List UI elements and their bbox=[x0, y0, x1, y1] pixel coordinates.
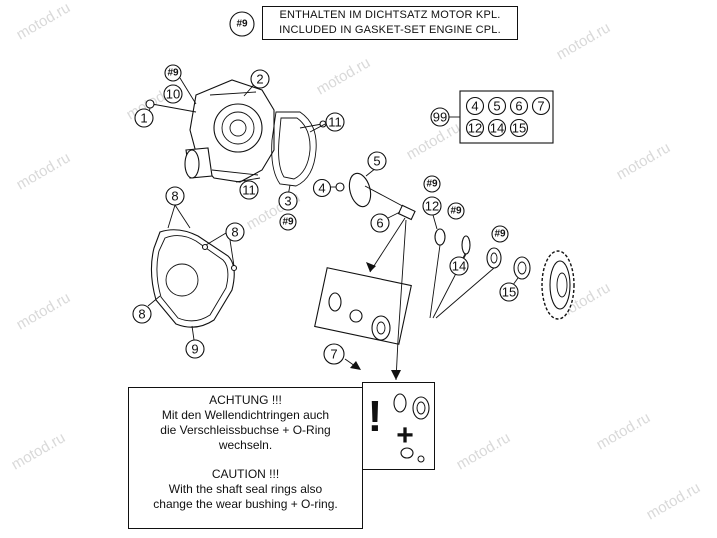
callout-12: 12 bbox=[425, 199, 439, 214]
plus-icon: + bbox=[396, 419, 414, 452]
header-line-de: ENTHALTEN IM DICHTSATZ MOTOR KPL. bbox=[279, 9, 501, 21]
callout-11-upper: 11 bbox=[328, 115, 342, 130]
header-badge: #9 bbox=[236, 19, 248, 30]
callout-8-top: 8 bbox=[171, 189, 178, 204]
callout-badge: #9 bbox=[450, 206, 462, 217]
kit-item: 5 bbox=[493, 99, 500, 114]
kit-item: 14 bbox=[490, 121, 504, 136]
callout-8-left: 8 bbox=[138, 307, 145, 322]
drive-gear bbox=[541, 250, 575, 320]
watermark: motod.ru bbox=[454, 429, 514, 473]
achtung-line-3: wechseln. bbox=[218, 438, 273, 452]
sleeve-6 bbox=[397, 204, 416, 221]
callout-6: 6 bbox=[376, 216, 383, 231]
watermark: motod.ru bbox=[9, 429, 69, 473]
bolt-11-lower bbox=[235, 177, 261, 183]
callout-3: 3 bbox=[284, 194, 291, 209]
exclamation-icon: ! bbox=[368, 392, 383, 441]
seal-14 bbox=[461, 235, 471, 255]
callout-5: 5 bbox=[373, 154, 380, 169]
achtung-title: ACHTUNG !!! bbox=[209, 393, 282, 407]
callout-15: 15 bbox=[502, 285, 516, 300]
watermark: motod.ru bbox=[594, 409, 654, 453]
callout-11-lower: 11 bbox=[242, 183, 256, 198]
caution-title: CAUTION !!! bbox=[211, 467, 280, 481]
kit-item: 6 bbox=[515, 99, 522, 114]
watermark: motod.ru bbox=[404, 119, 464, 163]
watermark: motod.ru bbox=[14, 149, 74, 193]
watermark: motod.ru bbox=[614, 139, 674, 183]
kit-item: 12 bbox=[468, 121, 482, 136]
seal-ring-icon bbox=[412, 396, 430, 420]
achtung-line-1: Mit den Wellendichtringen auch bbox=[161, 408, 330, 422]
watermark: motod.ru bbox=[14, 0, 74, 43]
wear-bushing-icon bbox=[400, 447, 414, 459]
kit-item: 7 bbox=[537, 99, 544, 114]
kit-item: 15 bbox=[512, 121, 526, 136]
kit-number: 99 bbox=[433, 110, 447, 125]
impeller bbox=[348, 172, 411, 211]
warning-note: ACHTUNG !!! Mit den Wellendichtringen au… bbox=[128, 387, 363, 529]
callout-badge: #9 bbox=[282, 217, 294, 228]
o-ring-4 bbox=[335, 182, 345, 192]
callout-8-right: 8 bbox=[231, 225, 238, 240]
seal-ring-icon bbox=[393, 393, 407, 413]
kit-item: 4 bbox=[471, 99, 478, 114]
watermark: motod.ru bbox=[554, 19, 614, 63]
bearing bbox=[486, 247, 502, 269]
callout-badge: #9 bbox=[426, 179, 438, 190]
callout-labels: 1 2 3 #9 4 5 6 7 8 8 8 9 #9 10 11 11 #9 … bbox=[132, 64, 519, 365]
gasket bbox=[271, 111, 317, 187]
caution-line-2: change the wear bushing + O-ring. bbox=[153, 497, 338, 511]
pump-housing bbox=[184, 79, 275, 183]
warning-inset: ! + bbox=[362, 382, 435, 470]
caution-line-1: With the shaft seal rings also bbox=[168, 482, 323, 496]
header-line-en: INCLUDED IN GASKET-SET ENGINE CPL. bbox=[279, 24, 501, 36]
callout-10: 10 bbox=[166, 87, 180, 102]
seal-15 bbox=[513, 256, 531, 280]
callout-badge: #9 bbox=[167, 68, 179, 79]
bolt-11-upper bbox=[299, 123, 323, 129]
callout-2: 2 bbox=[256, 72, 263, 87]
kit-box: 99 4 5 6 7 12 14 15 bbox=[430, 90, 554, 144]
watermark: motod.ru bbox=[644, 479, 704, 523]
header-badge-icon: #9 bbox=[229, 11, 255, 37]
callout-7: 7 bbox=[330, 347, 337, 362]
watermark: motod.ru bbox=[14, 289, 74, 333]
seal-kit-7 bbox=[314, 267, 412, 345]
pump-cover bbox=[150, 229, 238, 328]
callout-9: 9 bbox=[191, 342, 198, 357]
callout-4: 4 bbox=[318, 181, 325, 196]
achtung-line-2: die Verschleissbuchse + O-Ring bbox=[160, 423, 331, 437]
callout-14: 14 bbox=[452, 259, 466, 274]
header-note: ENTHALTEN IM DICHTSATZ MOTOR KPL. INCLUD… bbox=[262, 6, 518, 40]
o-ring-icon bbox=[417, 455, 425, 463]
callout-badge: #9 bbox=[494, 229, 506, 240]
watermark: motod.ru bbox=[314, 54, 374, 98]
callout-1: 1 bbox=[140, 111, 147, 126]
seal-12 bbox=[434, 228, 446, 246]
